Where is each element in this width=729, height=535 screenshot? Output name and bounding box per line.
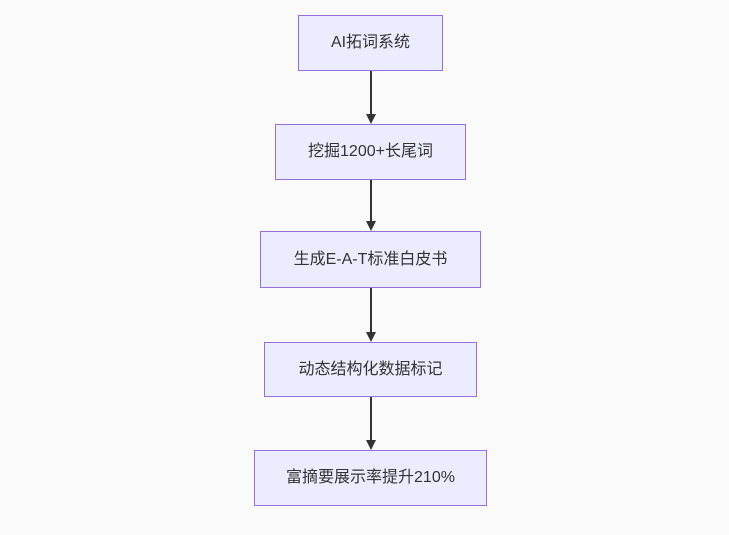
- flow-arrow-3: [365, 288, 376, 342]
- arrow-line: [369, 397, 372, 440]
- arrow-head-icon: [365, 221, 376, 231]
- arrow-head-icon: [365, 114, 376, 124]
- flow-node-label: 富摘要展示率提升210%: [286, 469, 455, 486]
- arrow-head-icon: [365, 440, 376, 450]
- flow-node-ai-expansion-system: AI拓词系统: [298, 15, 443, 71]
- flow-node-eat-whitepaper: 生成E-A-T标准白皮书: [260, 231, 481, 288]
- flow-arrow-4: [365, 397, 376, 450]
- arrow-line: [369, 71, 372, 114]
- arrow-line: [369, 288, 372, 332]
- flow-node-rich-snippet-result: 富摘要展示率提升210%: [254, 450, 487, 506]
- flow-node-label: 动态结构化数据标记: [298, 360, 443, 378]
- arrow-head-icon: [365, 332, 376, 342]
- flow-node-longtail-mining: 挖掘1200+长尾词: [275, 124, 466, 180]
- flow-node-label: 挖掘1200+长尾词: [308, 143, 433, 160]
- flow-arrow-1: [365, 71, 376, 124]
- flow-node-label: 生成E-A-T标准白皮书: [293, 250, 448, 268]
- flow-node-label: AI拓词系统: [330, 34, 411, 51]
- arrow-line: [369, 180, 372, 221]
- flow-arrow-2: [365, 180, 376, 231]
- flow-node-structured-data-markup: 动态结构化数据标记: [264, 342, 477, 397]
